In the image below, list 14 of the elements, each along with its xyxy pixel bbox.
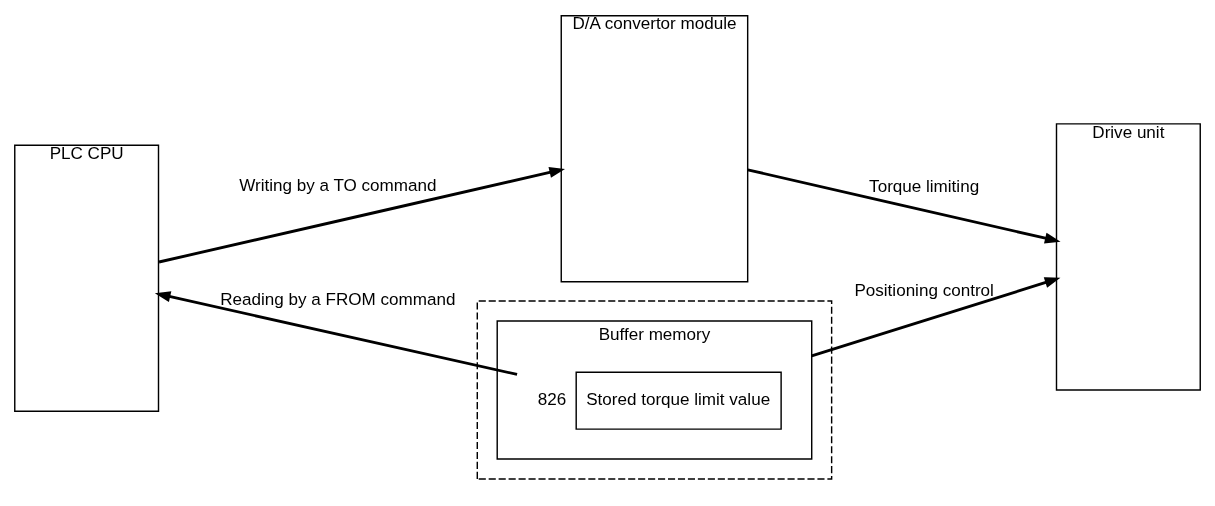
node-box: Drive unit: [1055, 123, 1201, 391]
node-box: D/A convertor module: [560, 15, 749, 283]
node-box: PLC CPU: [14, 144, 160, 413]
edge-label: Reading by a FROM command: [220, 289, 456, 309]
node-box: Stored torque limit value: [575, 371, 782, 430]
arrow: [158, 167, 565, 264]
edge-label: Positioning control: [854, 281, 994, 301]
arrow: [747, 168, 1061, 244]
cluster: [476, 300, 833, 480]
arrow: [811, 277, 1061, 358]
edge-label: Writing by a TO command: [239, 175, 437, 195]
arrow: [154, 291, 518, 376]
node-label: 826: [537, 390, 567, 410]
edge-label: Torque limiting: [869, 177, 980, 197]
